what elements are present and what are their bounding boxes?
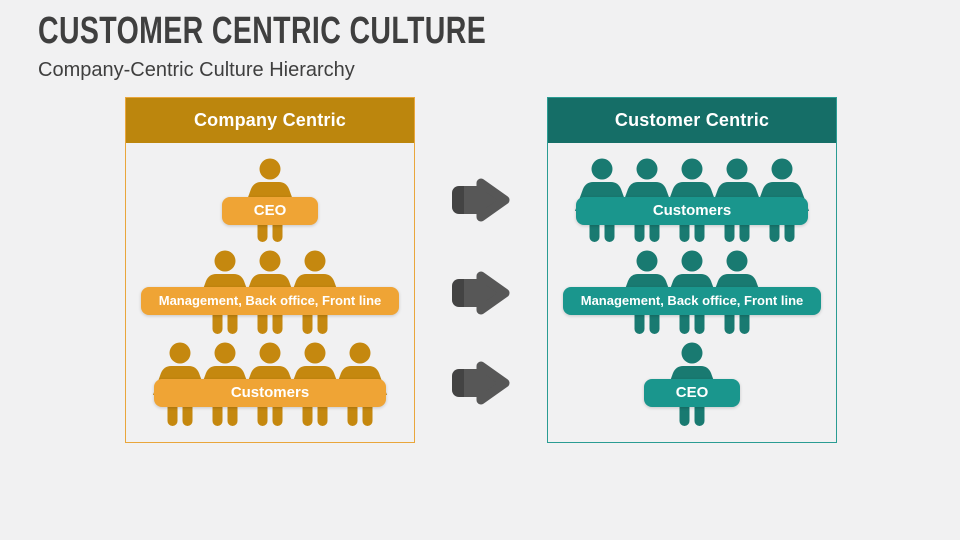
slide-title: CUSTOMER CENTRIC CULTURE [38, 10, 487, 52]
right-arrow-icon [451, 175, 513, 225]
management-back-office-front-line-label: Management, Back office, Front line [141, 287, 399, 315]
ceo-label: CEO [222, 197, 318, 225]
ceo-label: CEO [644, 379, 740, 407]
company-centric-panel: Company Centric CEO Management, Back offi… [125, 97, 415, 443]
company-centric-panel-title: Company Centric [126, 98, 414, 143]
customers-label: Customers [154, 379, 386, 407]
right-arrow-icon [451, 358, 513, 408]
customer-centric-panel-title: Customer Centric [548, 98, 836, 143]
management-back-office-front-line-label: Management, Back office, Front line [563, 287, 821, 315]
right-arrow-icon [451, 268, 513, 318]
slide-subtitle: Company-Centric Culture Hierarchy [38, 59, 355, 81]
customers-label: Customers [576, 197, 808, 225]
transition-arrows [451, 0, 515, 540]
